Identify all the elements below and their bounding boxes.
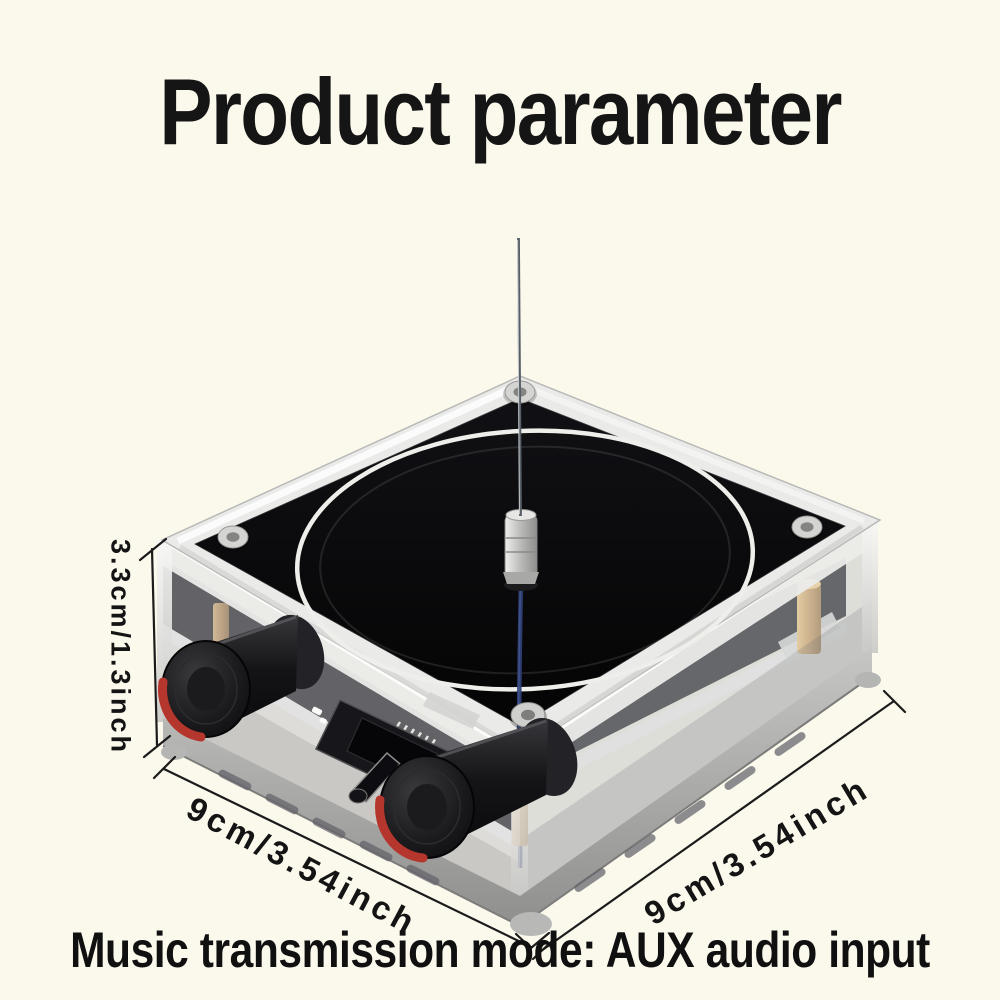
volume-knob-left [158, 614, 325, 742]
volume-knob-front [375, 717, 578, 863]
vent-slots [218, 732, 806, 892]
rubber-feet [161, 672, 881, 936]
side-panel-right [520, 521, 878, 898]
acrylic-base [161, 648, 881, 936]
page-title: Product parameter [159, 59, 842, 164]
height-dimension-line [138, 537, 172, 759]
transmission-mode-note: Music transmission mode: AUX audio input [70, 922, 930, 978]
corner-screw [216, 525, 250, 551]
device-illustration [157, 237, 882, 936]
knob-indicator [375, 795, 428, 863]
antenna-needle [517, 237, 522, 517]
knob-indicator [158, 677, 206, 742]
height-dimension-label: 3.3cm/1.3inch [105, 538, 136, 756]
corner-screw [790, 515, 824, 541]
switch-lever [350, 751, 402, 804]
discharge-terminal [503, 509, 539, 591]
brass-standoff [213, 603, 229, 647]
corner-screws [216, 380, 824, 731]
depth-dimension-line [531, 689, 907, 961]
width-dimension-line [152, 755, 551, 950]
